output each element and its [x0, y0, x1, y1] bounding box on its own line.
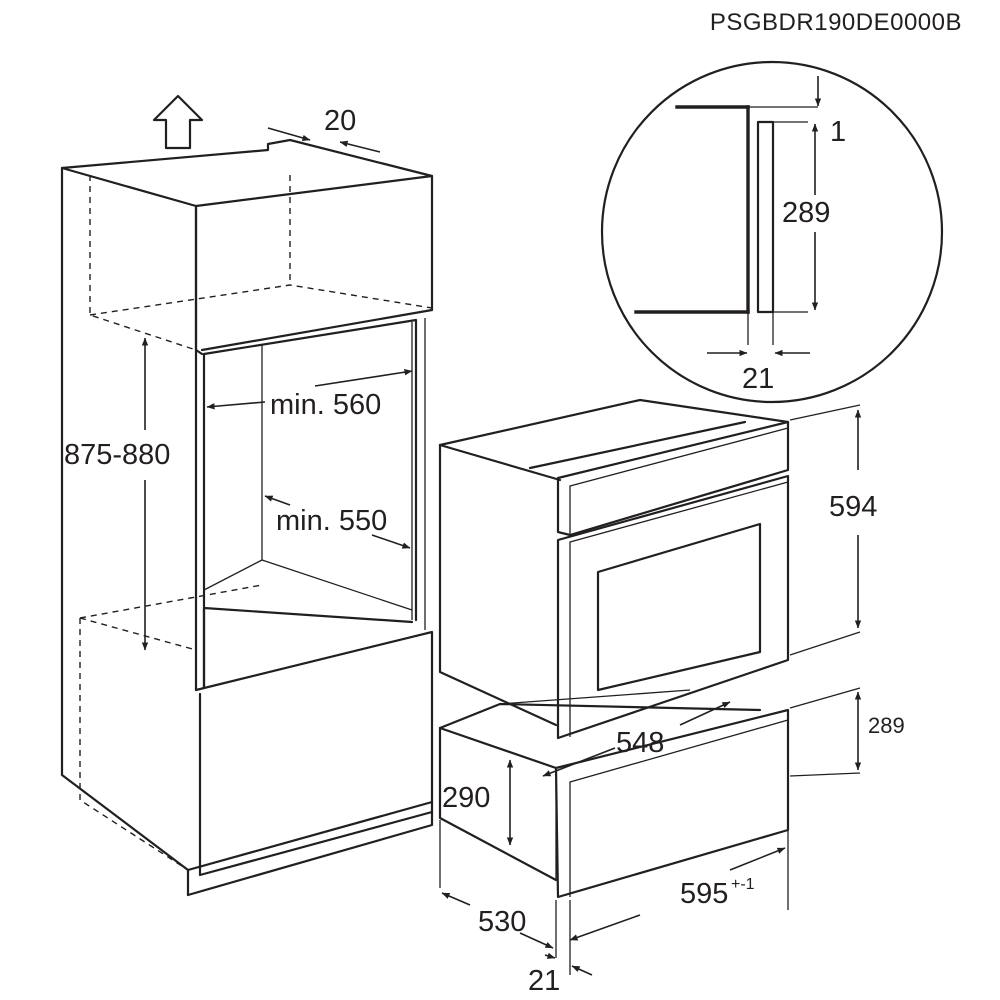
dim-detail-front-height-label: 289 [782, 197, 830, 229]
dim-detail-gap-label: 1 [830, 116, 846, 148]
dim-drawer-width-label: 595 [680, 878, 728, 910]
tall-cabinet [60, 138, 434, 897]
dim-ventilation-gap-label: 20 [324, 105, 356, 137]
dim-drawer-width-tolerance-label: +-1 [731, 876, 755, 893]
dim-drawer-depth-label: 548 [616, 727, 664, 759]
dim-min-depth-label: min. 550 [276, 505, 387, 537]
dim-detail-thickness-label: 21 [742, 363, 774, 395]
dim-front-thickness-label: 21 [528, 965, 560, 997]
ventilation-arrow-icon [152, 94, 204, 150]
dim-drawer-front-height-label: 289 [868, 713, 905, 738]
dimension-lines [141, 127, 862, 976]
built-in-oven [438, 398, 790, 740]
dim-drawer-body-depth-label: 530 [478, 906, 526, 938]
warming-drawer [438, 689, 790, 899]
dim-oven-height-label: 594 [829, 491, 877, 523]
dim-drawer-body-height-label: 290 [442, 782, 490, 814]
detail-circle [600, 60, 944, 404]
product-code: PSGBDR190DE0000B [710, 9, 962, 36]
dim-min-width-label: min. 560 [270, 389, 381, 421]
dim-niche-height-label: 875-880 [64, 439, 170, 471]
